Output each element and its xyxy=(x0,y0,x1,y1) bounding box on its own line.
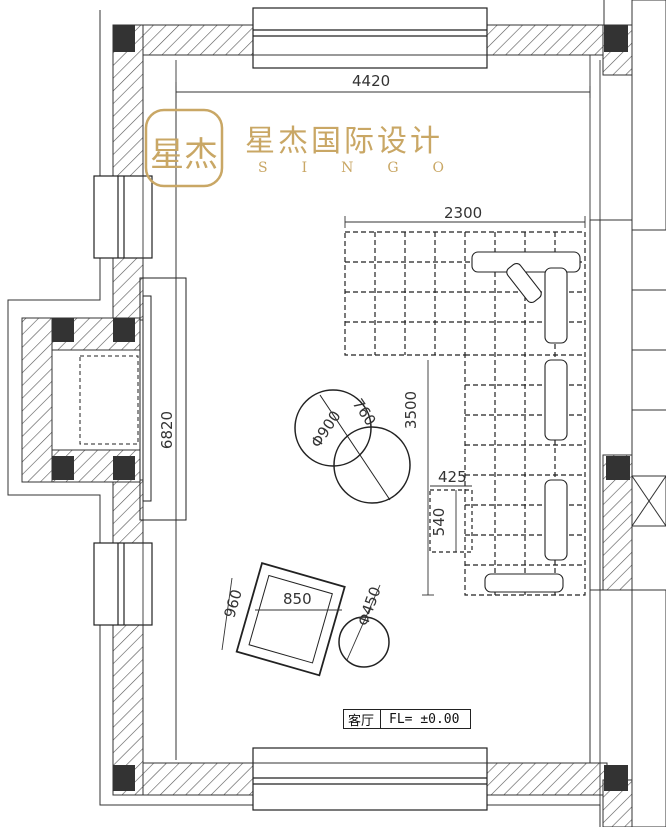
dim-chair-w: 850 xyxy=(283,590,312,608)
floor-level: FL= ±0.00 xyxy=(389,711,460,727)
brand-name-cn: 星杰国际设计 xyxy=(245,124,443,159)
ottoman xyxy=(429,489,473,553)
dim-sofa-depth: 3500 xyxy=(402,391,420,429)
room-label: 客厅 FL= ±0.00 xyxy=(343,709,471,729)
room-name: 客厅 xyxy=(344,710,382,728)
fireplace xyxy=(79,277,187,521)
dim-sofa-width: 2300 xyxy=(444,204,482,222)
sofa-cushions xyxy=(471,251,581,593)
right-cabinets xyxy=(589,219,666,763)
dim-room-depth: 6820 xyxy=(158,411,176,449)
brand-seal-logo: 星杰 xyxy=(144,108,224,188)
dim-side-table-dia: Φ450 xyxy=(354,584,385,628)
columns xyxy=(52,25,630,791)
svg-text:星杰: 星杰 xyxy=(150,135,218,175)
windows xyxy=(93,7,488,811)
brand-name-en: SINGO xyxy=(258,160,479,176)
dim-room-width: 4420 xyxy=(352,72,390,90)
side-table xyxy=(338,616,390,668)
dim-ottoman-w: 425 xyxy=(438,468,467,486)
armchair xyxy=(235,562,346,677)
coffee-tables xyxy=(294,389,411,504)
dim-ottoman-h: 540 xyxy=(430,508,448,537)
dim-table-offset: 760 xyxy=(349,395,380,429)
dim-table-dia: Φ900 xyxy=(307,407,345,451)
dimension-lines xyxy=(175,82,591,760)
dim-chair-h: 960 xyxy=(221,587,246,619)
